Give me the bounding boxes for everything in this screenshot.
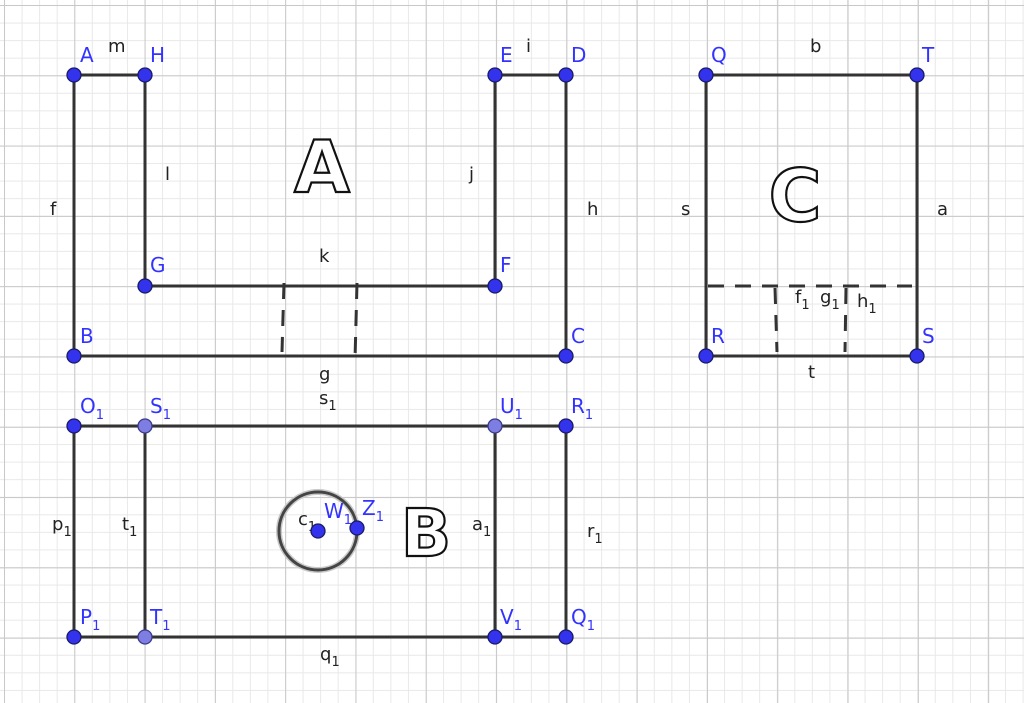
- point-q1[interactable]: [558, 629, 574, 645]
- segment-label-t1: t1: [122, 514, 137, 540]
- point-label-v1: V1: [500, 605, 522, 634]
- segment-label-t: t: [808, 362, 815, 383]
- point-label-t: T: [921, 43, 935, 67]
- point-u1[interactable]: [487, 418, 503, 434]
- segment-label-l: l: [165, 164, 170, 185]
- point-label-o1: O1: [80, 394, 104, 423]
- point-label-c: C: [571, 324, 585, 348]
- segment-label-i: i: [526, 36, 531, 57]
- point-d[interactable]: [558, 67, 574, 83]
- segment-label-m: m: [108, 36, 126, 57]
- segment-label-s: s: [681, 199, 690, 220]
- point-label-w1: W1: [324, 499, 352, 528]
- point-r1[interactable]: [558, 418, 574, 434]
- point-label-t1: T1: [149, 605, 171, 634]
- point-label-r: R: [711, 324, 725, 348]
- segment-label-k: k: [319, 246, 330, 267]
- point-label-q: Q: [711, 43, 727, 67]
- point-label-r1: R1: [571, 394, 593, 423]
- segment-label-h: h: [587, 199, 598, 220]
- point-z1[interactable]: [349, 520, 365, 536]
- segment-label-a1: a1: [472, 514, 491, 540]
- point-label-a: A: [80, 43, 94, 67]
- segment-label-g: g: [319, 364, 330, 385]
- point-h[interactable]: [137, 67, 153, 83]
- segment-dash-v1[interactable]: [773, 287, 779, 353]
- point-label-g: G: [150, 253, 166, 277]
- shape-letter-a: A: [294, 125, 350, 209]
- point-label-f: F: [500, 253, 512, 277]
- point-b[interactable]: [66, 348, 82, 364]
- point-label-s: S: [922, 324, 935, 348]
- point-label-z1: Z1: [362, 496, 384, 525]
- point-q[interactable]: [698, 67, 714, 83]
- point-v1[interactable]: [487, 629, 503, 645]
- segment-label-j: j: [468, 164, 474, 185]
- point-f[interactable]: [487, 278, 503, 294]
- point-label-e: E: [500, 43, 513, 67]
- point-label-d: D: [571, 43, 586, 67]
- segment-label-b: b: [810, 36, 821, 57]
- point-g[interactable]: [137, 278, 153, 294]
- segment-dash-right[interactable]: [353, 282, 359, 361]
- point-label-u1: U1: [500, 394, 523, 423]
- segment-label-g1: g1: [820, 287, 840, 313]
- segment-dash-left[interactable]: [280, 282, 286, 353]
- point-r[interactable]: [698, 348, 714, 364]
- segment-label-r1: r1: [587, 521, 603, 547]
- shape-letter-c: C: [769, 154, 822, 238]
- point-w1[interactable]: [310, 523, 326, 539]
- point-a[interactable]: [66, 67, 82, 83]
- point-t[interactable]: [909, 67, 925, 83]
- segment-dash-v2[interactable]: [843, 287, 848, 353]
- point-c[interactable]: [558, 348, 574, 364]
- point-s[interactable]: [909, 348, 925, 364]
- point-label-b: B: [80, 324, 94, 348]
- point-t1[interactable]: [137, 629, 153, 645]
- point-o1[interactable]: [66, 418, 82, 434]
- segment-label-p1: p1: [52, 514, 72, 540]
- point-label-s1: S1: [150, 394, 171, 423]
- point-p1[interactable]: [66, 629, 82, 645]
- shape-letter-b: B: [401, 495, 451, 572]
- segment-label-a: a: [937, 199, 948, 220]
- segment-label-q1: q1: [320, 644, 340, 670]
- point-label-h: H: [150, 43, 165, 67]
- point-e[interactable]: [487, 67, 503, 83]
- segment-label-f1: f1: [795, 287, 810, 313]
- point-s1[interactable]: [137, 418, 153, 434]
- segment-label-f: f: [50, 199, 57, 220]
- segment-label-h1: h1: [857, 291, 877, 317]
- point-label-p1: P1: [80, 605, 100, 634]
- point-label-q1: Q1: [571, 605, 595, 634]
- segment-label-s1: s1: [319, 388, 337, 414]
